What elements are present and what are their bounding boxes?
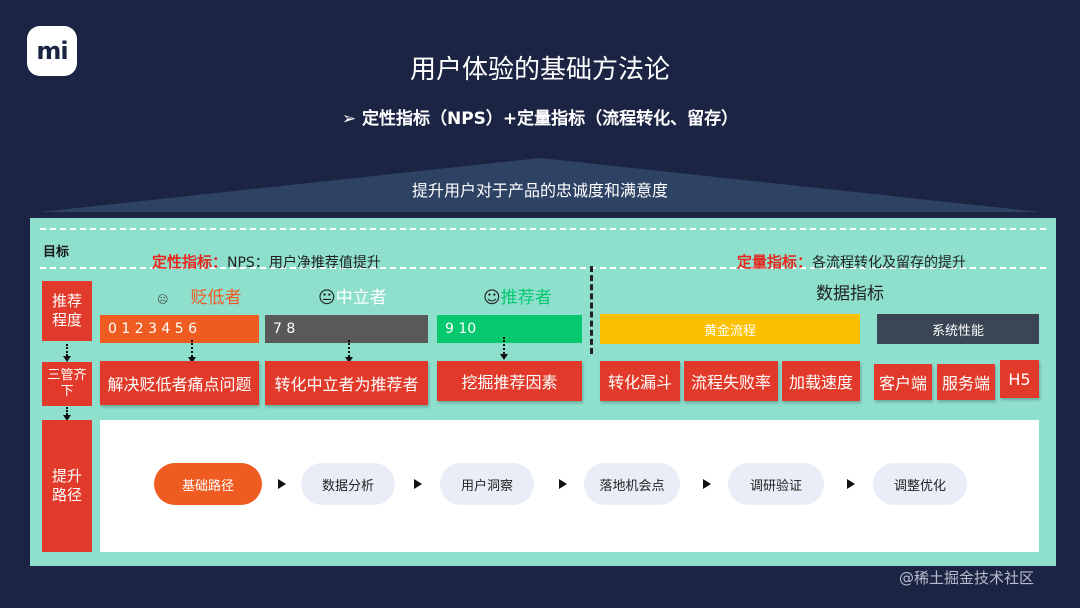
down-arrow-icon	[63, 407, 71, 421]
system-performance-bar: 系统性能	[877, 314, 1039, 344]
promoter-label: 推荐者	[500, 288, 552, 308]
quantitative-prefix: 定量指标：	[737, 253, 813, 271]
roof-caption: 提升用户对于产品的忠诚度和满意度	[411, 181, 668, 200]
passive-label: 中立者	[335, 288, 387, 308]
golden-flow-bar: 黄金流程	[600, 314, 860, 344]
down-arrow-icon	[345, 340, 353, 363]
path-step-optimize: 调整优化	[873, 463, 967, 505]
path-step-opportunity: 落地机会点	[584, 463, 680, 505]
watermark: @稀土掘金技术社区	[899, 569, 1035, 587]
divider-top	[40, 228, 1046, 230]
detractor-score-bar: 0 1 2 3 4 5 6	[100, 315, 259, 343]
metric-failure-rate: 流程失败率	[684, 361, 778, 401]
path-step-basic: 基础路径	[154, 463, 262, 505]
goal-label: 目标	[43, 245, 70, 260]
sad-face-icon: ☹	[157, 293, 169, 306]
smile-face-icon: ☺	[483, 288, 501, 308]
detractor-header: ☹ 贬低者	[157, 283, 241, 308]
passive-score-bar: 7 8	[265, 315, 428, 343]
detractor-label: 贬低者	[190, 288, 242, 308]
metric-server: 服务端	[937, 364, 995, 400]
down-arrow-icon	[500, 337, 508, 360]
path-step-research: 调研验证	[728, 463, 824, 505]
divider-vertical	[590, 266, 593, 354]
action-promoter: 挖掘推荐因素	[437, 361, 582, 401]
action-passive: 转化中立者为推荐者	[265, 361, 428, 405]
down-arrow-icon	[63, 344, 71, 362]
qualitative-prefix: 定性指标：	[152, 253, 228, 271]
metric-conversion-funnel: 转化漏斗	[600, 361, 680, 401]
qualitative-desc: NPS：用户净推荐值提升	[227, 255, 381, 271]
side-label-recommend: 推荐程度	[42, 281, 92, 341]
action-detractor: 解决贬低者痛点问题	[100, 361, 259, 405]
path-step-data-analysis: 数据分析	[301, 463, 395, 505]
page-subtitle: ➢ 定性指标（NPS）+定量指标（流程转化、留存）	[341, 109, 739, 129]
roof-triangle	[40, 158, 1040, 212]
arrow-right-icon	[559, 479, 567, 489]
promoter-header: ☺推荐者	[483, 283, 552, 308]
down-arrow-icon	[188, 340, 196, 363]
qualitative-heading: 定性指标：NPS：用户净推荐值提升	[152, 251, 381, 272]
data-metrics-title: 数据指标	[816, 284, 884, 304]
divider-bottom	[40, 267, 1046, 269]
arrow-right-icon	[847, 479, 855, 489]
metric-h5: H5	[1000, 360, 1039, 398]
arrow-right-icon	[278, 479, 286, 489]
metric-client: 客户端	[874, 364, 932, 400]
side-label-path: 提升路径	[42, 420, 92, 552]
passive-header: 😐中立者	[318, 283, 387, 308]
metric-load-speed: 加载速度	[782, 361, 860, 401]
arrow-right-icon	[414, 479, 422, 489]
quantitative-heading: 定量指标：各流程转化及留存的提升	[737, 251, 966, 272]
arrow-right-icon	[703, 479, 711, 489]
neutral-face-icon: 😐	[318, 288, 336, 308]
quantitative-desc: 各流程转化及留存的提升	[812, 255, 967, 271]
mi-logo: mi	[27, 26, 77, 76]
promoter-score-bar: 9 10	[437, 315, 582, 343]
page-title: 用户体验的基础方法论	[409, 55, 670, 85]
path-step-user-insight: 用户洞察	[440, 463, 534, 505]
side-label-three-pronged: 三管齐下	[42, 362, 92, 406]
